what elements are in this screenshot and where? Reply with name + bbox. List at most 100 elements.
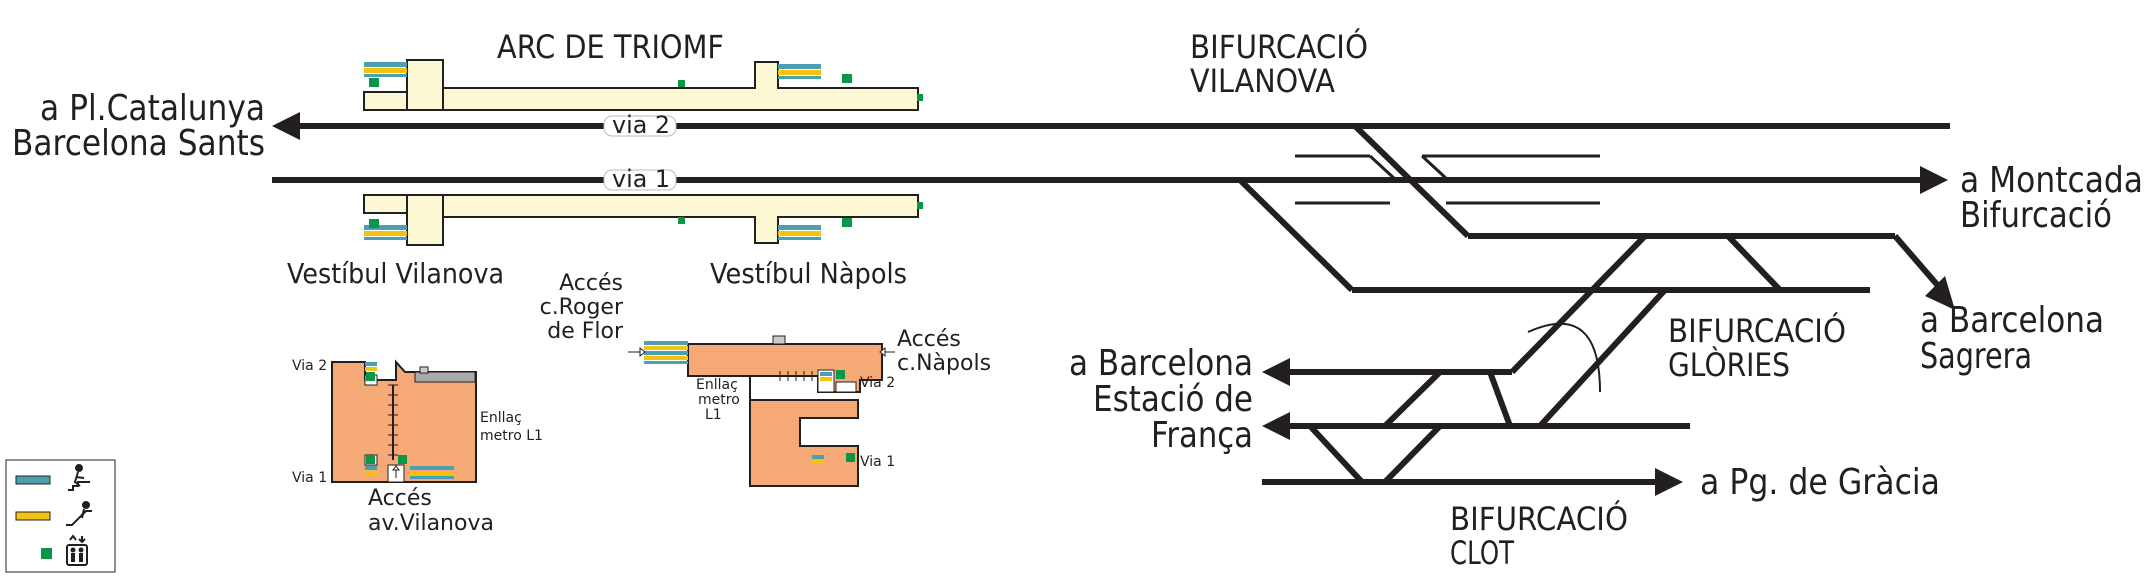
bif-glories-line1: BIFURCACIÓ: [1668, 311, 1846, 350]
napols-vestibule-plan: [628, 335, 895, 487]
lift-marker: [842, 74, 852, 83]
vilanova-crossover: [1295, 154, 1600, 205]
napols-via2-label: Via 2: [860, 375, 895, 391]
vilanova-enllac-line2: metro L1: [480, 428, 543, 444]
vilanova-acces-line2: av.Vilanova: [368, 511, 494, 536]
arrow-franca-lower: [1262, 412, 1290, 440]
dest-franca-line1: a Barcelona: [1069, 343, 1253, 384]
vilanova-vestibule-plan: [331, 359, 477, 483]
dest-franca-line3: França: [1151, 415, 1253, 456]
stairs-marker: [820, 372, 832, 376]
labels: ARC DE TRIOMF BIFURCACIÓ VILANOVA BIFURC…: [12, 27, 2143, 572]
lift-marker: [369, 78, 379, 87]
napols-enllac-line1: Enllaç: [696, 377, 738, 393]
escalator-marker: [644, 356, 688, 360]
escalator-marker: [364, 68, 407, 73]
stairs-marker: [778, 76, 821, 79]
stairs-marker: [778, 237, 821, 240]
arrow-montcada: [1920, 166, 1948, 194]
stairs-marker: [410, 466, 454, 470]
arrow-catalunya: [272, 112, 300, 140]
track-cross-3: [1725, 233, 1783, 293]
stairs-marker: [365, 466, 377, 470]
dest-catalunya-line1: a Pl.Catalunya: [40, 88, 265, 129]
track-label-via-2: via 2: [612, 111, 670, 139]
stairs-marker: [364, 62, 407, 67]
lift-marker: [369, 219, 379, 228]
platform-via-2: [406, 59, 919, 111]
escalator-marker: [365, 471, 377, 475]
dest-franca-line2: Estació de: [1093, 379, 1253, 420]
vilanova-via1-label: Via 1: [292, 470, 327, 486]
napols-enllac-line3: L1: [705, 407, 722, 423]
station-arc-de-triomf: ARC DE TRIOMF: [497, 28, 724, 66]
escalator-marker: [364, 231, 407, 236]
vilanova-acces-line1: Accés: [368, 486, 432, 511]
elevator-icon: [66, 534, 88, 566]
stairs-marker: [364, 225, 407, 230]
escalator-marker: [365, 367, 377, 371]
platform-via-1: [406, 194, 919, 246]
dest-sagrera-line1: a Barcelona: [1920, 300, 2104, 341]
track-clot-a: [1307, 423, 1365, 485]
legend-stairs-swatch: [15, 475, 51, 485]
stairs-marker: [364, 74, 407, 77]
stairs-marker: [778, 64, 821, 69]
arrow-gracia: [1655, 468, 1683, 496]
lift-marker: [366, 455, 375, 464]
lift-marker: [366, 372, 375, 381]
napols-roger-line3: de Flor: [547, 319, 624, 344]
legend: [5, 459, 116, 573]
escalator-marker: [820, 377, 832, 381]
stairs-marker: [644, 351, 688, 355]
escalator-marker: [778, 70, 821, 75]
dest-gracia: a Pg. de Gràcia: [1700, 462, 1940, 503]
legend-lift-swatch: [41, 548, 52, 559]
lift-marker: [678, 80, 685, 87]
napols-napols-line1: Accés: [897, 327, 961, 352]
escalator-marker: [812, 460, 824, 464]
lift-marker: [917, 202, 923, 209]
arrow-franca-upper: [1262, 358, 1290, 386]
bif-clot-line1: BIFURCACIÓ: [1450, 499, 1628, 538]
bif-clot-line2: CLOT: [1450, 534, 1514, 572]
stairs-marker: [812, 455, 824, 459]
track-lower-branch: [1237, 177, 1355, 293]
napols-enllac-line2: metro: [698, 392, 740, 408]
lift-marker: [917, 94, 923, 101]
arrowheads: [272, 112, 1955, 496]
napols-napols-line2: c.Nàpols: [897, 351, 991, 376]
dest-montcada-line1: a Montcada: [1960, 160, 2143, 201]
walking-stairs-icon: [68, 464, 90, 491]
escalator-marker: [410, 471, 454, 475]
lift-marker: [846, 453, 855, 462]
legend-escalator-swatch: [15, 511, 51, 521]
stairs-marker: [778, 225, 821, 230]
dest-montcada-line2: Bifurcació: [1960, 195, 2112, 236]
main-tracks: [272, 123, 1950, 485]
napols-roger-line2: c.Roger: [540, 295, 624, 320]
stairs-marker: [410, 476, 454, 479]
napols-via1-label: Via 1: [860, 454, 895, 470]
arrow-sagrera: [1925, 276, 1955, 310]
track-label-via-1: via 1: [612, 165, 670, 193]
glories-arc: [1527, 322, 1601, 393]
stairs-marker: [644, 341, 688, 345]
vilanova-enllac-line1: Enllaç: [480, 410, 522, 426]
track-clot-b: [1382, 423, 1443, 485]
bif-glories-line2: GLÒRIES: [1668, 345, 1790, 384]
dest-sagrera-line2: Sagrera: [1920, 336, 2032, 377]
lift-marker: [678, 217, 685, 224]
lift-marker: [842, 218, 852, 227]
track-franca-cross-b: [1487, 370, 1513, 428]
bif-vilanova-line1: BIFURCACIÓ: [1190, 27, 1368, 66]
stairs-marker: [365, 362, 377, 366]
platform-facilities: [363, 62, 923, 240]
vestibule-napols-label: Vestíbul Nàpols: [710, 257, 907, 290]
escalator-marker: [778, 231, 821, 236]
lift-marker: [836, 370, 845, 379]
escalator-icon: [66, 501, 92, 526]
track-franca-cross-a: [1382, 369, 1443, 429]
escalator-marker: [644, 346, 688, 350]
